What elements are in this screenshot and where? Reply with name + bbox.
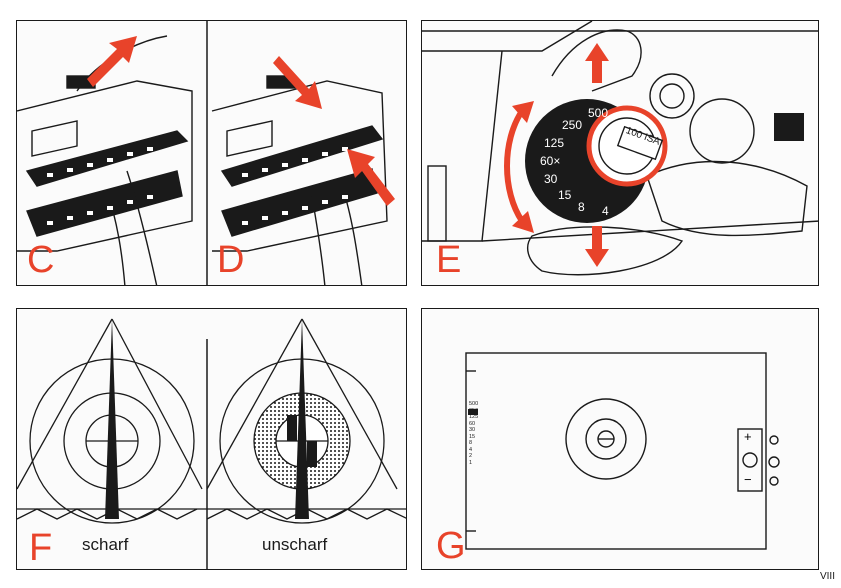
scale-label: 60 — [469, 420, 476, 427]
dial-label: 4 — [602, 204, 609, 218]
panel-g: 500 250 125 60 30 15 8 4 2 1 + − G — [421, 308, 819, 570]
scale-label: 1 — [469, 459, 473, 466]
dial-label: 60× — [540, 154, 561, 168]
scale-label: 30 — [469, 427, 476, 433]
dial-label: 8 — [578, 200, 585, 214]
panel-letter-c: C — [27, 239, 55, 281]
arrow-icon — [87, 36, 137, 87]
arrow-icon — [347, 149, 395, 206]
scale-label: 125 — [469, 414, 479, 420]
scale-label: 8 — [469, 440, 473, 446]
dial-labels: 500 250 125 60× 30 15 8 4 — [532, 106, 642, 218]
illustration-focus-comparison — [17, 318, 406, 569]
caption-unsharp: unscharf — [262, 535, 328, 554]
meter-plus: + — [744, 429, 752, 444]
panel-letter-d: D — [217, 239, 245, 281]
scale-label: 4 — [469, 446, 473, 453]
dial-label: 125 — [544, 136, 565, 150]
panel-f: scharf unscharf F — [16, 308, 407, 570]
dial-label: 15 — [558, 188, 572, 202]
panel-letter-f: F — [29, 527, 53, 569]
scale-label: 15 — [469, 433, 476, 440]
dial-label: 30 — [544, 172, 558, 186]
rotate-arrow-icon — [504, 109, 525, 223]
illustration-shutter-dial — [422, 21, 818, 276]
arrow-down-icon — [585, 226, 609, 267]
arrow-icon — [273, 56, 322, 109]
panel-cd: C D — [16, 20, 407, 286]
dial-label: 250 — [562, 118, 583, 132]
panel-letter-g: G — [436, 525, 466, 567]
caption-sharp: scharf — [82, 535, 129, 554]
exposure-scale: 500 250 125 60 30 15 8 4 2 1 — [469, 401, 483, 466]
panel-letter-e: E — [436, 239, 462, 281]
scale-label: 500 — [469, 401, 479, 407]
illustration-viewfinder — [465, 352, 780, 550]
illustration-camera-film-loading — [17, 21, 395, 285]
scale-label: 250 — [469, 407, 479, 414]
meter-minus: − — [744, 472, 752, 487]
scale-label: 2 — [469, 453, 473, 459]
panel-e: 500 250 125 60× 30 15 8 4 100 ISA E — [421, 20, 819, 286]
dial-label: 500 — [588, 106, 609, 120]
page-number: VIII — [819, 571, 835, 582]
arrow-up-icon — [585, 43, 609, 83]
